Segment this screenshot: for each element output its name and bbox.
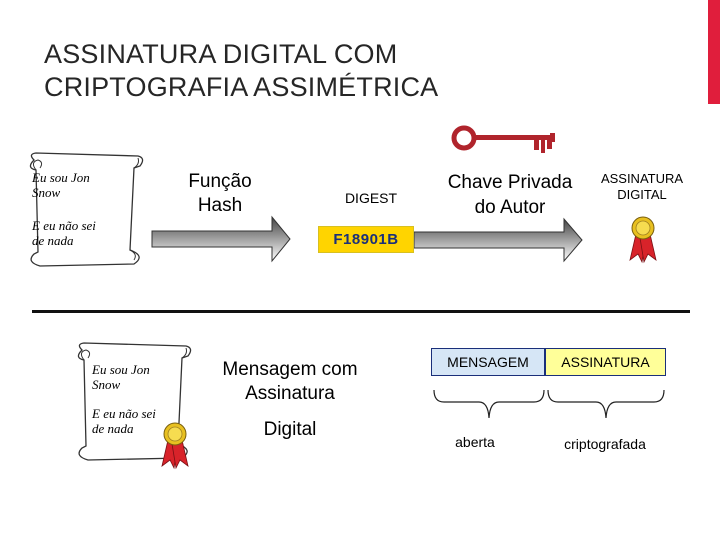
scroll-text-top: Eu sou Jon Snow E eu não sei de nada [32,170,142,248]
message-box: MENSAGEM [431,348,545,376]
digest-value: F18901B [333,231,399,248]
scroll-text-bottom: Eu sou Jon Snow E eu não sei de nada [92,362,192,436]
scroll-line-3: E eu não sei [92,406,156,421]
brace-icon [433,389,545,419]
digest-value-box: F18901B [318,226,414,253]
signed-line-2: Assinatura [245,383,335,404]
scroll-line-4: de nada [32,233,74,248]
scroll-line-4: de nada [92,421,134,436]
signature-line-1: ASSINATURA [600,171,684,186]
title-line-2: CRIPTOGRAFIA ASSIMÉTRICA [44,72,439,102]
key-icon [451,125,555,153]
ribbon-seal-icon [161,422,189,470]
signature-box-label: ASSINATURA [561,354,650,370]
encrypt-arrow [414,217,583,263]
digest-label: DIGEST [344,190,398,206]
message-scroll-top: Eu sou Jon Snow E eu não sei de nada [20,150,150,270]
key-line-1: Chave Privada [447,172,573,193]
scroll-line-1: Eu sou Jon [32,170,90,185]
title-line-1: ASSINATURA DIGITAL COM [44,39,398,69]
scroll-icon [29,152,144,267]
private-key-label: Chave Privada do Autor [430,170,590,220]
brace-icon [547,389,665,419]
signature-box: ASSINATURA [545,348,666,376]
open-label: aberta [455,434,495,450]
scroll-icon [77,342,192,461]
section-divider [32,310,690,313]
scroll-line-3: E eu não sei [32,218,96,233]
digital-signature-label: ASSINATURA DIGITAL [584,171,700,203]
scroll-line-2: Snow [32,185,61,200]
encrypted-label: criptografada [564,436,646,452]
message-box-label: MENSAGEM [447,354,529,370]
key-line-2: do Autor [474,197,546,218]
message-scroll-bottom: Eu sou Jon Snow E eu não sei de nada [68,340,198,464]
hash-function-label: Função Hash [160,170,280,218]
signed-message-label: Mensagem com Assinatura Digital [200,358,380,442]
hash-line-2: Hash [197,195,243,216]
ribbon-seal-icon [629,216,657,264]
scroll-line-2: Snow [92,377,121,392]
hash-arrow [151,215,291,263]
hash-line-1: Função [188,171,252,192]
signed-line-3: Digital [263,419,317,440]
slide-title: ASSINATURA DIGITAL COM CRIPTOGRAFIA ASSI… [44,38,644,104]
signature-line-2: DIGITAL [617,187,667,202]
signed-line-1: Mensagem com [222,359,358,380]
accent-bar [708,0,720,104]
scroll-line-1: Eu sou Jon [92,362,150,377]
